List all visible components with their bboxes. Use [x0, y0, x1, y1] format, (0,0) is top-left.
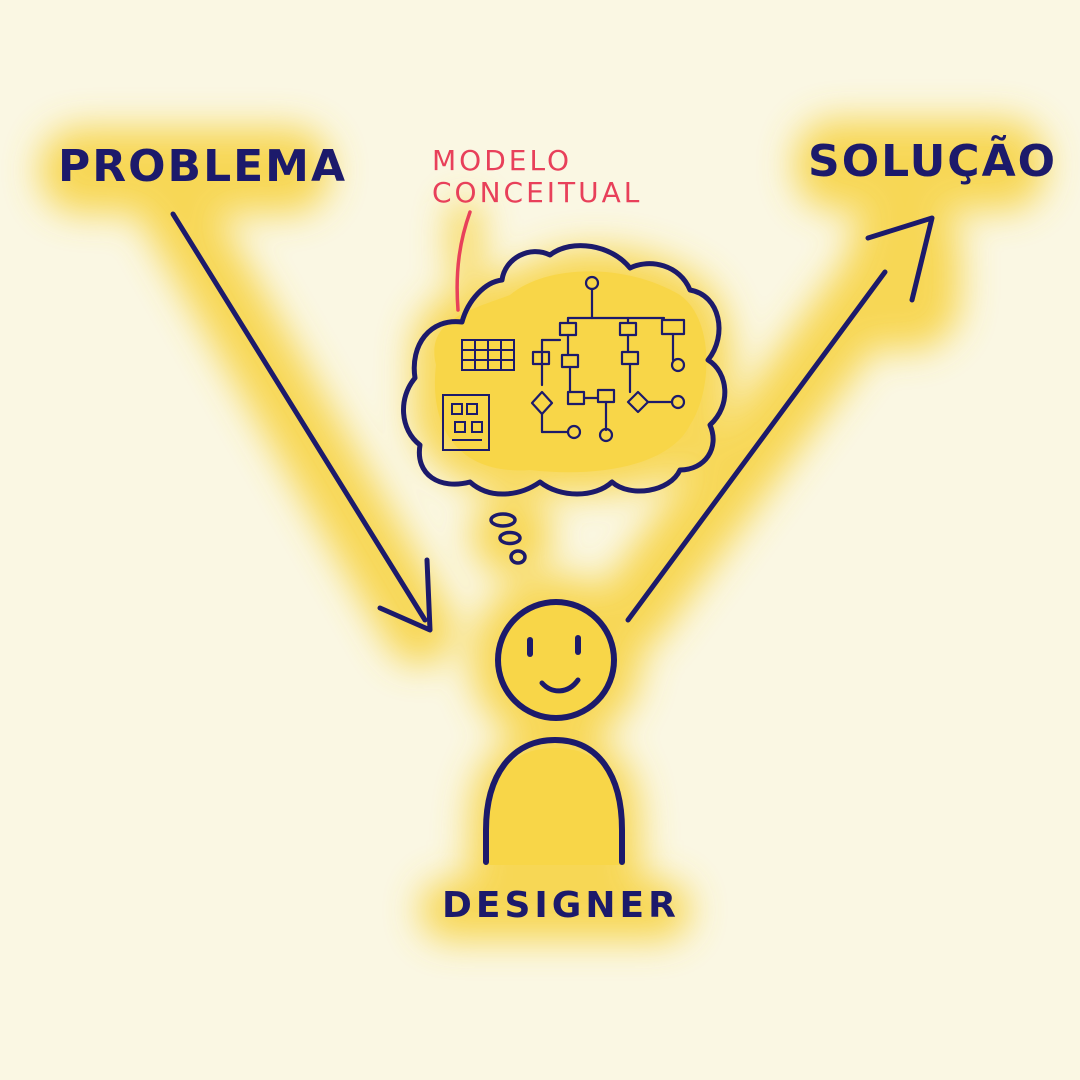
annotation-pointer — [455, 210, 472, 312]
conceptual-model-label-line1: MODELO — [432, 144, 573, 177]
document-sketch-icon — [442, 394, 490, 451]
solution-label: SOLUÇÃO — [808, 136, 1058, 187]
smiley-face-icon — [495, 599, 617, 721]
designer-label: DESIGNER — [442, 885, 680, 926]
thought-cloud-icon — [401, 243, 728, 497]
conceptual-model-label-line2: CONCEITUAL — [432, 176, 643, 209]
flowchart-sketch-icon — [530, 275, 686, 443]
arrow-down-right-icon — [170, 211, 433, 633]
conceptual-model-label: MODELO CONCEITUAL — [432, 145, 642, 209]
arrow-up-right-icon — [625, 215, 935, 623]
table-sketch-icon — [461, 339, 515, 371]
person-body-icon — [483, 736, 625, 865]
problem-label: PROBLEMA — [58, 141, 348, 192]
thought-bubbles — [489, 512, 527, 565]
